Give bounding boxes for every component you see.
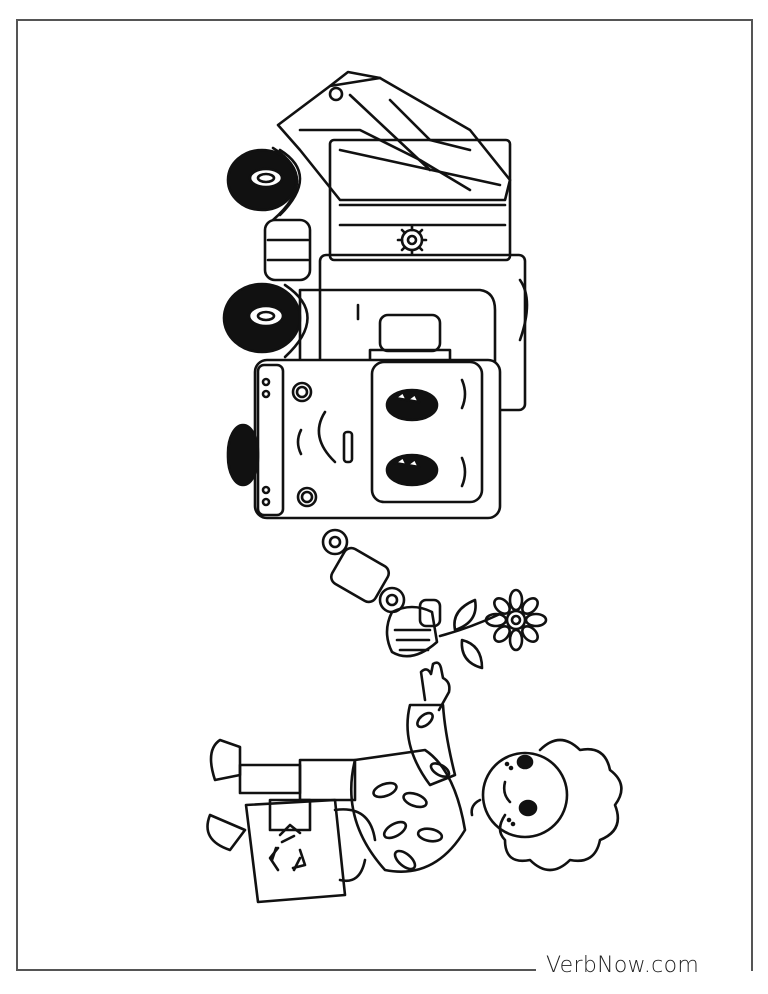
front-wheel: [222, 282, 309, 359]
rear-wheel: [226, 146, 302, 222]
robot-arm: [321, 528, 442, 658]
flower: [438, 588, 548, 670]
truck-eyes: [385, 378, 467, 488]
recycling-bag: [244, 798, 377, 904]
page-border-bottom: [16, 969, 536, 971]
gear-icon: [396, 224, 428, 256]
truck-smile: [317, 410, 337, 464]
recycle-icon: [268, 823, 307, 872]
page-border-left: [16, 19, 18, 971]
leaf-pattern: [372, 711, 451, 871]
page-border-right: [751, 19, 753, 971]
page-border-top: [16, 19, 753, 21]
garbage-truck: [222, 70, 529, 520]
child: [206, 661, 623, 873]
watermark-text: VerbNow.com: [546, 953, 700, 978]
